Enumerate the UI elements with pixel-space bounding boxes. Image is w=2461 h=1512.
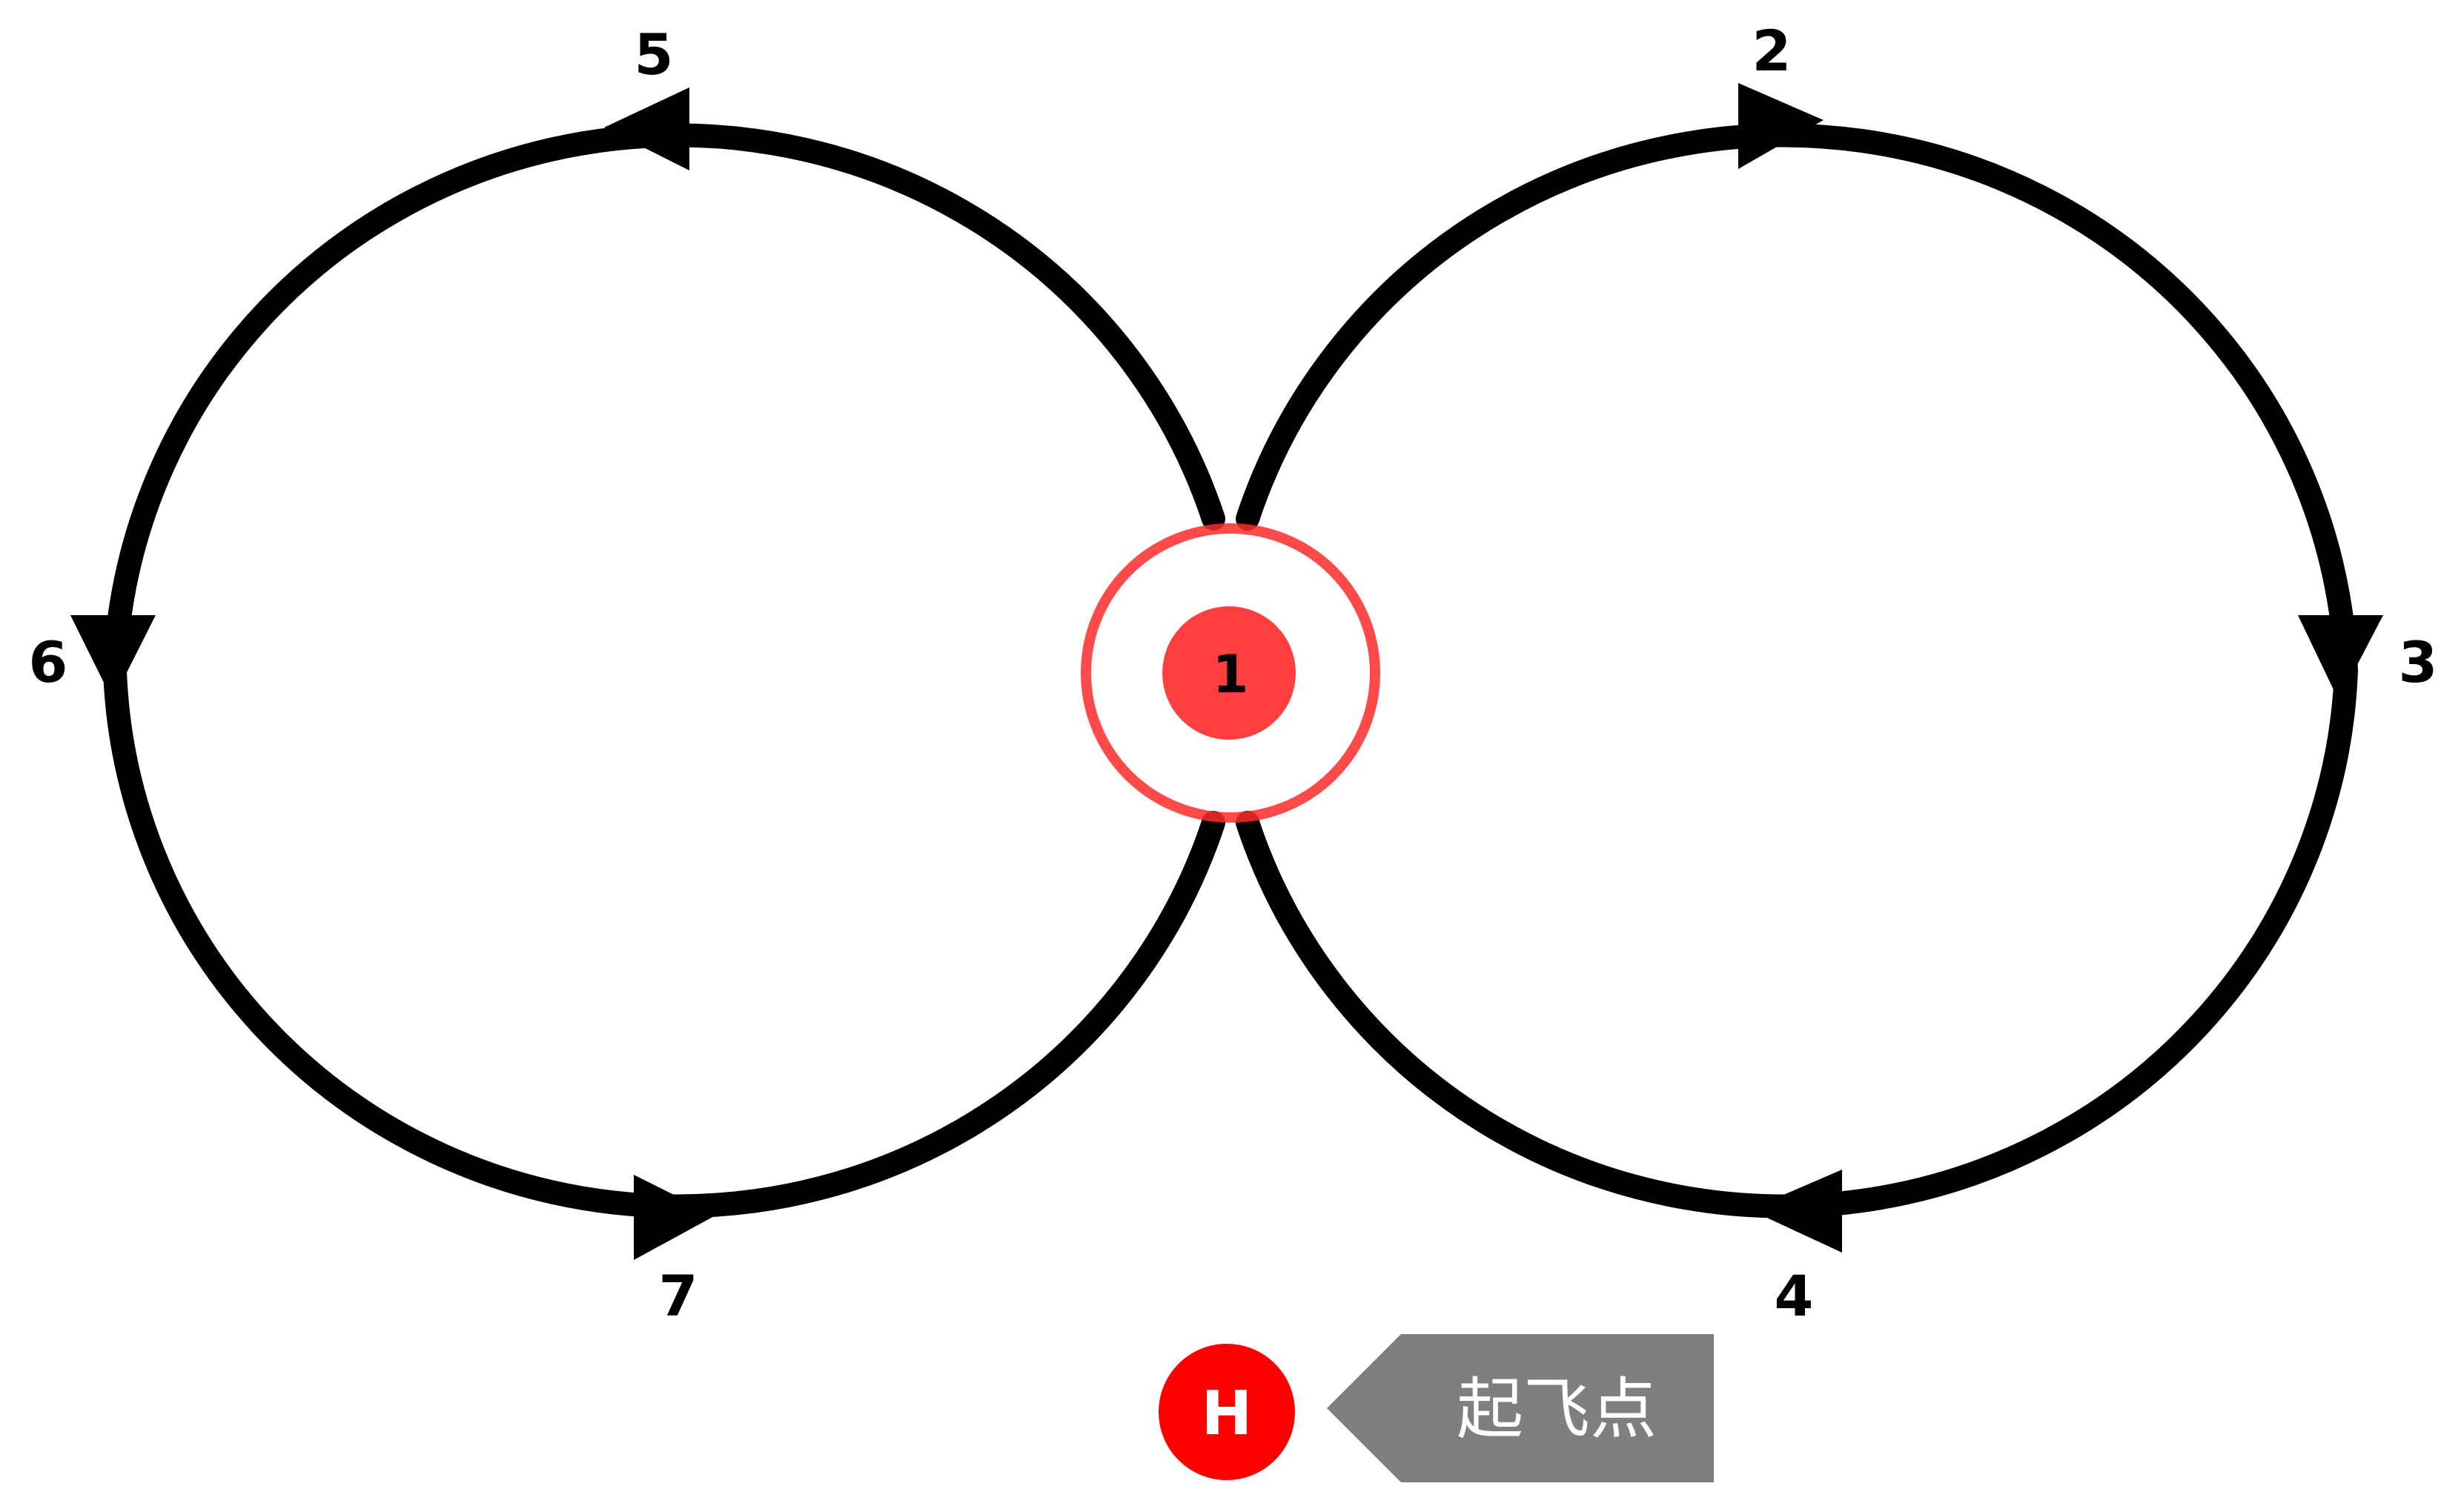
arrow-right-top-icon: [1738, 83, 1824, 169]
arrow-left-top-icon: [604, 87, 689, 170]
start-marker: [1162, 606, 1296, 740]
right-loop-path: [1236, 123, 2359, 1218]
home-marker: [1159, 1344, 1295, 1480]
left-loop-path: [102, 123, 1225, 1218]
waypoint-4-label: 4: [1775, 1263, 1814, 1329]
waypoint-5-label: 5: [635, 21, 674, 87]
waypoint-1-label: 1: [1213, 644, 1249, 705]
arrow-right-side-icon: [2298, 615, 2383, 700]
waypoint-6-label: 6: [29, 629, 68, 695]
arrow-left-side-icon: [70, 615, 156, 700]
start-marker-ring: [1081, 523, 1380, 823]
waypoint-2-label: 2: [1752, 18, 1792, 84]
home-callout: [1327, 1334, 1714, 1482]
home-marker-letter: H: [1202, 1379, 1253, 1449]
arrow-left-bottom-icon: [634, 1175, 715, 1260]
home-callout-label: 起飞点: [1457, 1370, 1657, 1448]
waypoint-3-label: 3: [2399, 629, 2438, 695]
arrow-right-bottom-icon: [1749, 1170, 1842, 1253]
waypoint-7-label: 7: [659, 1263, 698, 1329]
